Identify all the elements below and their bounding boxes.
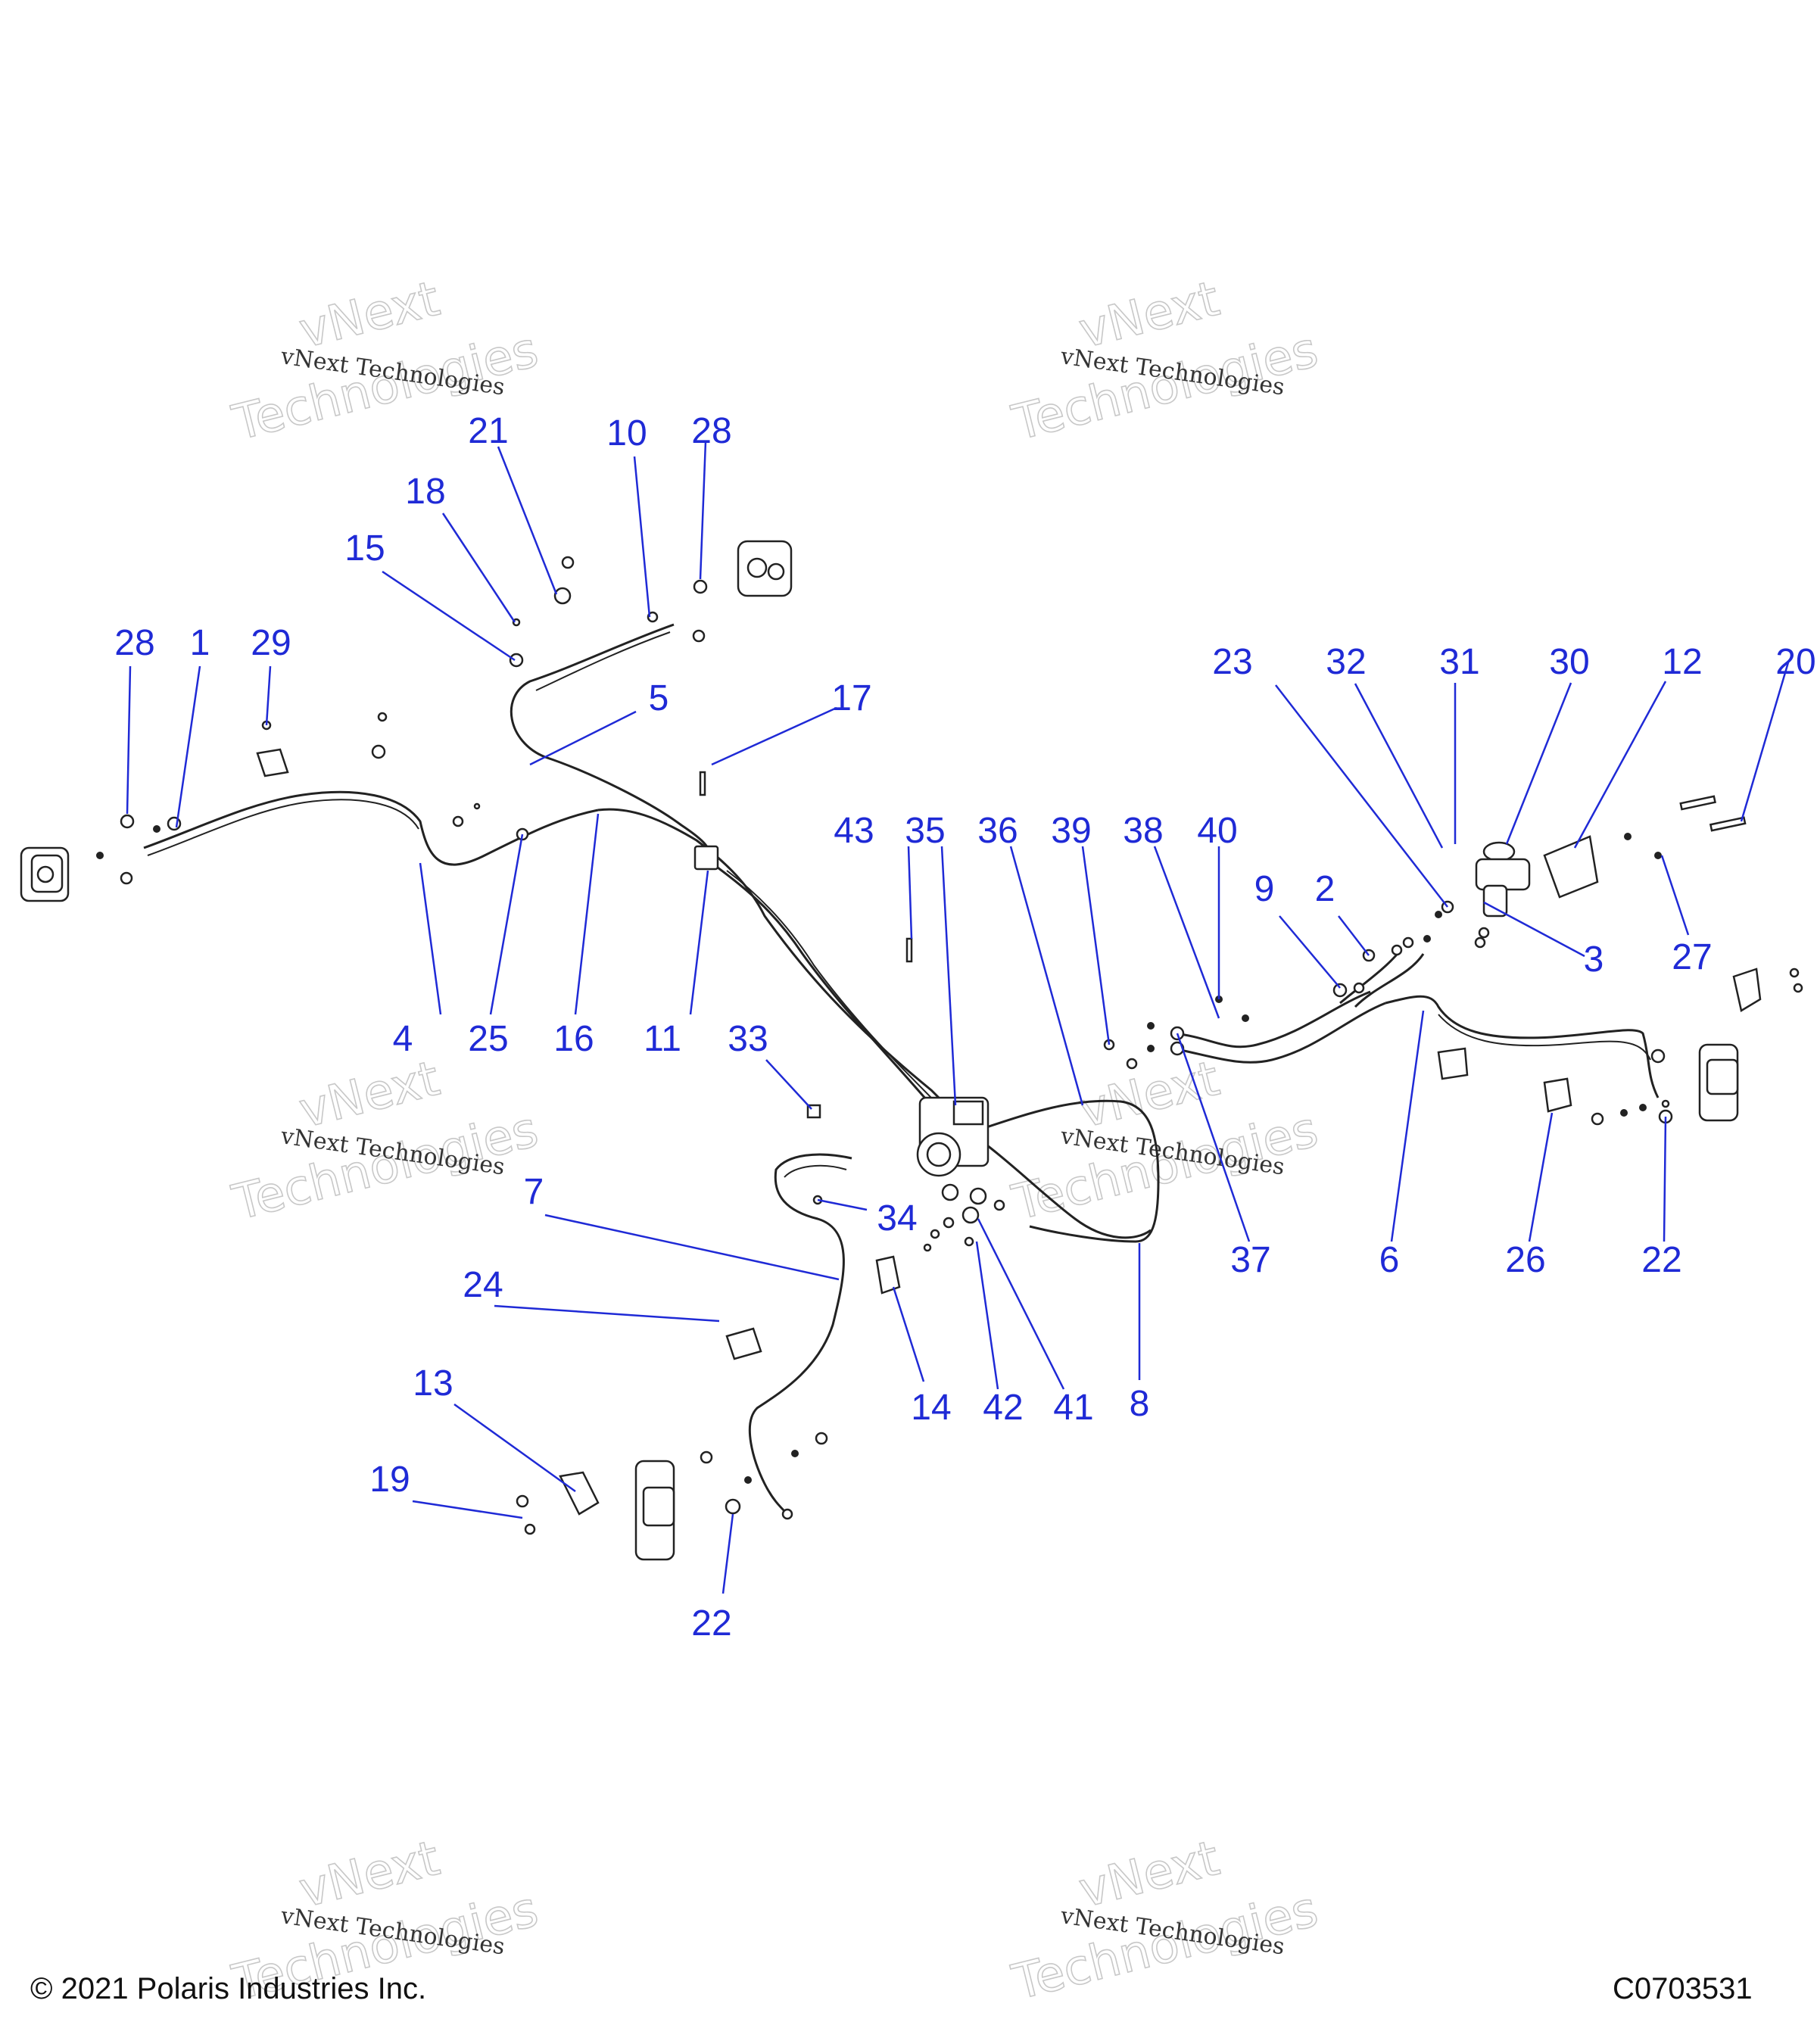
callout-5: 5: [649, 678, 669, 718]
callout-1: 1: [190, 623, 210, 663]
callout-39: 39: [1051, 811, 1091, 851]
callout-21: 21: [468, 411, 508, 451]
callout-18: 18: [405, 472, 445, 512]
callout-labels: 1234567891011121314151617181920212222232…: [114, 411, 1815, 1644]
callout-38: 38: [1123, 811, 1163, 851]
callout-6: 6: [1379, 1240, 1400, 1280]
callout-26: 26: [1505, 1240, 1545, 1280]
front-right-caliper: [737, 540, 793, 597]
callout-25: 25: [468, 1019, 508, 1059]
callout-10: 10: [606, 413, 647, 453]
leader-lines: [126, 441, 1790, 1594]
callout-2: 2: [1315, 869, 1335, 909]
watermark-bottom-center: vNext Technologies vNext Technologies: [1006, 1830, 1323, 2012]
rear-right-caliper: [1698, 967, 1762, 1122]
svg-text:vNext: vNext: [1074, 271, 1224, 360]
callout-27: 27: [1672, 937, 1712, 977]
callout-33: 33: [728, 1019, 768, 1059]
callout-11: 11: [644, 1019, 681, 1059]
abs-module: [916, 1096, 990, 1177]
callout-12: 12: [1662, 642, 1702, 682]
svg-text:vNext: vNext: [294, 271, 444, 360]
callout-28: 28: [691, 411, 731, 451]
watermark-top-center: vNext Technologies vNext Technologies: [1006, 270, 1323, 453]
svg-text:vNext: vNext: [1074, 1051, 1224, 1139]
callout-22: 22: [691, 1603, 731, 1644]
front-left-caliper: [20, 846, 70, 902]
callout-14: 14: [911, 1388, 951, 1428]
drawing-id: C0703531: [1613, 1972, 1753, 2005]
callout-32: 32: [1326, 642, 1366, 682]
callout-30: 30: [1549, 642, 1589, 682]
junction-block: [693, 845, 719, 871]
callout-41: 41: [1053, 1388, 1093, 1428]
callout-16: 16: [553, 1019, 594, 1059]
watermark-middle-center: vNext Technologies vNext Technologies: [1006, 1050, 1323, 1232]
callout-42: 42: [983, 1388, 1023, 1428]
callout-8: 8: [1130, 1384, 1150, 1424]
callout-37: 37: [1230, 1240, 1270, 1280]
brake-lines: [143, 623, 1660, 1516]
rear-left-caliper: [559, 1460, 675, 1561]
callout-22: 22: [1641, 1240, 1681, 1280]
callout-36: 36: [977, 811, 1018, 851]
callout-24: 24: [463, 1265, 503, 1305]
svg-text:vNext: vNext: [294, 1831, 444, 1919]
callout-40: 40: [1197, 811, 1237, 851]
callout-35: 35: [905, 811, 945, 851]
copyright-notice: © 2021 Polaris Industries Inc.: [30, 1972, 427, 2005]
callout-20: 20: [1775, 642, 1815, 682]
watermark-middle-left: vNext Technologies vNext Technologies: [226, 1050, 544, 1232]
callout-29: 29: [251, 623, 291, 663]
callout-34: 34: [877, 1198, 917, 1239]
svg-text:vNext: vNext: [1074, 1831, 1224, 1919]
callout-43: 43: [834, 811, 874, 851]
callout-23: 23: [1212, 642, 1252, 682]
callout-15: 15: [344, 528, 385, 569]
callout-19: 19: [369, 1460, 410, 1500]
callout-31: 31: [1439, 642, 1479, 682]
callout-28: 28: [114, 623, 154, 663]
callout-7: 7: [524, 1172, 544, 1212]
callout-17: 17: [831, 678, 871, 718]
svg-text:vNext: vNext: [294, 1051, 444, 1139]
reservoir-bracket: [1543, 835, 1599, 899]
callout-9: 9: [1254, 869, 1275, 909]
master-cylinder: [1475, 841, 1531, 918]
callout-3: 3: [1584, 939, 1604, 980]
callout-4: 4: [393, 1019, 413, 1059]
callout-13: 13: [413, 1363, 453, 1404]
hose-brackets: [256, 748, 1572, 1360]
